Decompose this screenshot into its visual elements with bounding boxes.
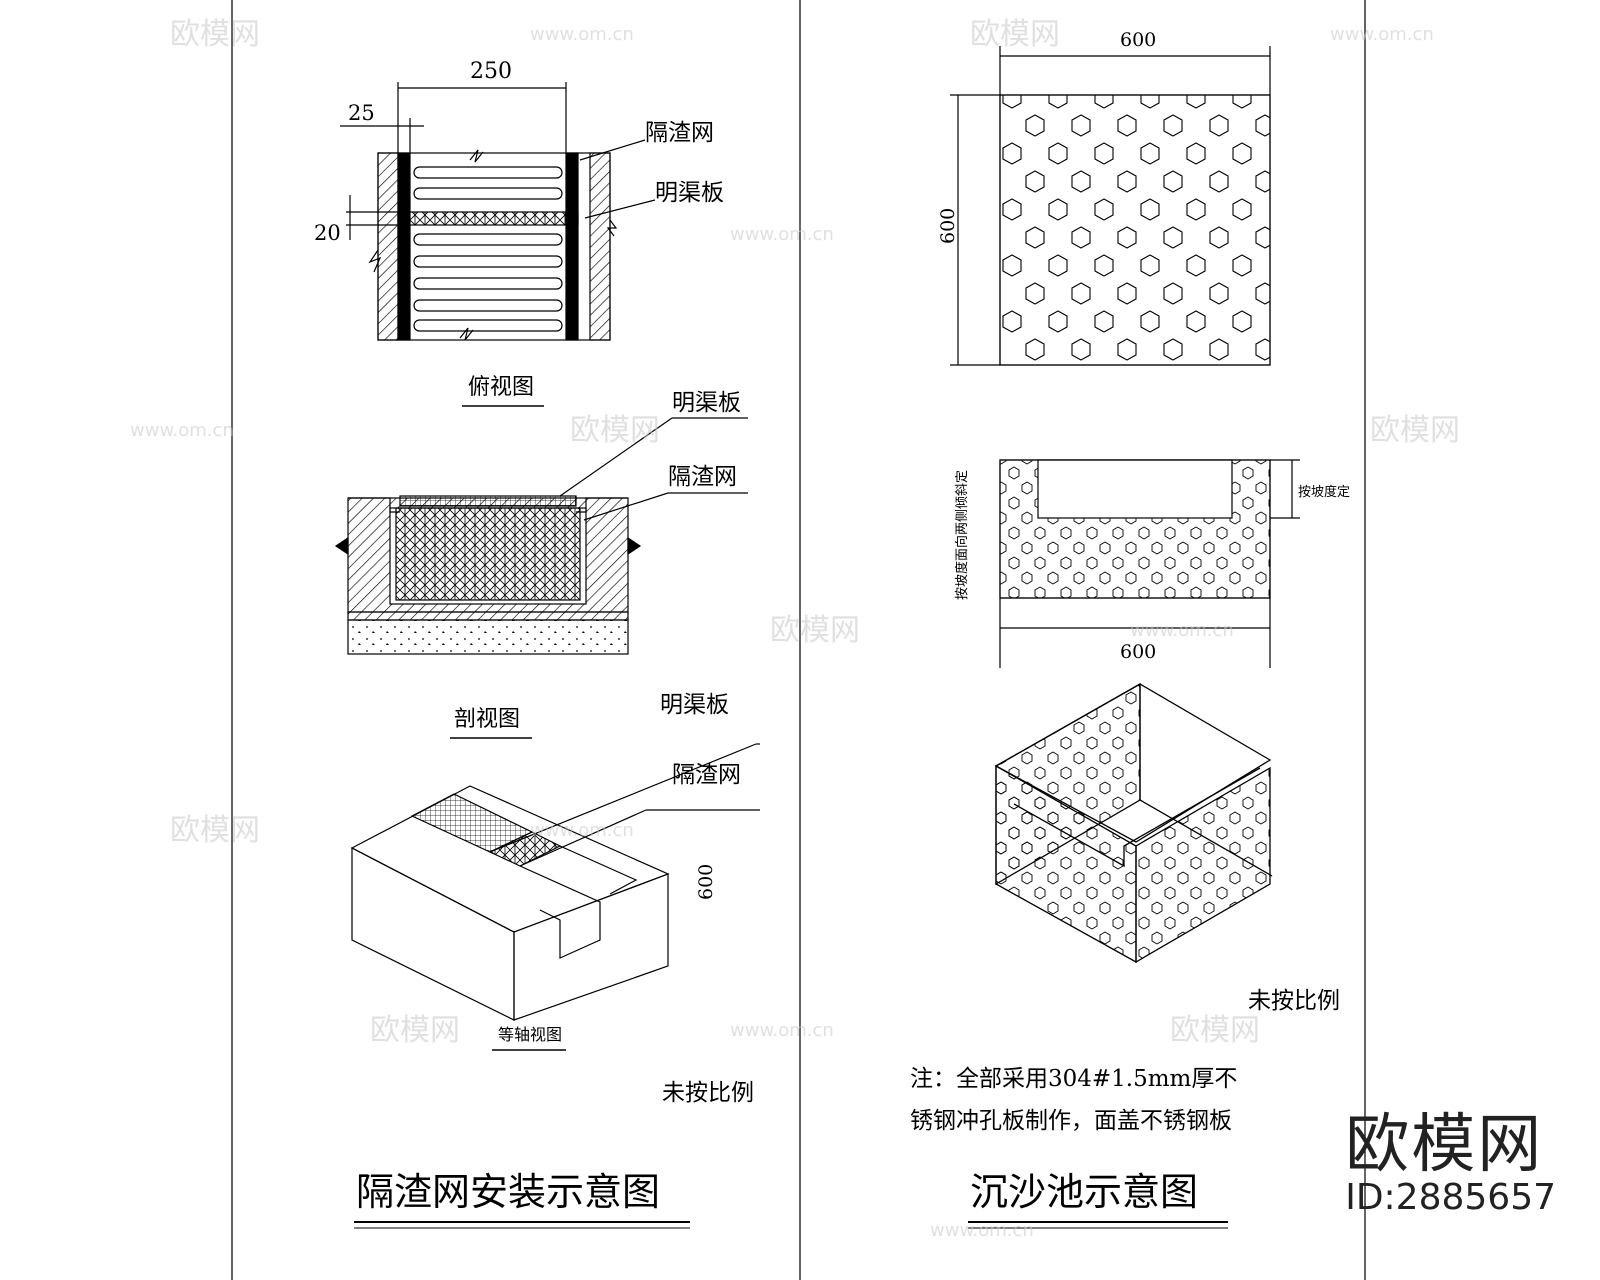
iso-view-title: 等轴视图 — [498, 1025, 562, 1044]
section-screen-label: 隔渣网 — [668, 464, 737, 490]
watermark-brand: 欧模网 — [170, 17, 260, 52]
watermark-url: www.om.cn — [930, 1220, 1034, 1241]
top-view-edge-dim: 25 — [348, 101, 375, 125]
watermark-brand: 欧模网 — [1170, 1013, 1260, 1048]
stamp-id: ID:2885657 — [1345, 1177, 1556, 1218]
watermark-url: www.om.cn — [1330, 24, 1434, 45]
watermark-brand: 欧模网 — [1370, 413, 1460, 448]
watermark-url: www.om.cn — [730, 224, 834, 245]
stamp-brand: 欧模网 — [1345, 1108, 1544, 1182]
elevation-width-dim: 600 — [1120, 641, 1156, 663]
watermark-url: www.om.cn — [130, 420, 234, 441]
top-view-screen-label: 隔渣网 — [645, 120, 714, 146]
watermark-brand: 欧模网 — [970, 17, 1060, 52]
top-view-title: 俯视图 — [468, 375, 534, 400]
left-sheet-title: 隔渣网安装示意图 — [356, 1170, 660, 1214]
watermark-brand: 欧模网 — [370, 1013, 460, 1048]
left-scale-note: 未按比例 — [662, 1080, 754, 1106]
grate-slots — [413, 166, 563, 332]
brand-stamp: 欧模网 ID:2885657 — [1345, 1112, 1556, 1218]
watermark-url: www.om.cn — [530, 820, 634, 841]
watermark-brand: 欧模网 — [570, 413, 660, 448]
box-iso-view — [994, 682, 1273, 964]
elevation-right-note: 按坡度定 — [1298, 484, 1350, 500]
right-sheet-title: 沉沙池示意图 — [970, 1170, 1198, 1214]
top-view — [340, 82, 656, 341]
elevation-view — [999, 459, 1300, 668]
iso-height-dim: 600 — [695, 864, 717, 900]
material-note-line-2: 锈钢冲孔板制作，面盖不锈钢板 — [910, 1108, 1232, 1134]
watermark-brand: 欧模网 — [170, 813, 260, 848]
plan-width-dim: 600 — [1120, 29, 1156, 51]
top-view-gap-dim: 20 — [314, 221, 341, 245]
screen-strip — [397, 211, 579, 226]
top-view-cover-label: 明渠板 — [655, 180, 724, 206]
iso-view — [350, 743, 760, 1021]
section-view-title: 剖视图 — [454, 707, 520, 732]
watermark-url: www.om.cn — [730, 1020, 834, 1041]
sheet-frame — [231, 0, 1366, 1280]
elevation-left-note: 按坡度面向两侧倾斜定 — [954, 470, 970, 600]
watermark-url: www.om.cn — [530, 24, 634, 45]
iso-screen-label: 隔渣网 — [672, 762, 741, 788]
watermark-url: www.om.cn — [1130, 620, 1234, 641]
section-view — [334, 417, 748, 655]
plan-height-dim: 600 — [937, 208, 959, 244]
right-scale-note: 未按比例 — [1248, 988, 1340, 1014]
top-view-width-dim: 250 — [470, 59, 512, 84]
plan-view — [950, 46, 1271, 366]
watermark-brand: 欧模网 — [770, 613, 860, 648]
section-cover-label: 明渠板 — [672, 390, 741, 416]
watermark-layer: 欧模网 www.om.cn 欧模网 www.om.cn 欧模网 www.om.c… — [130, 17, 1460, 1241]
iso-cover-label: 明渠板 — [660, 692, 729, 718]
material-note-line-1: 注：全部采用304#1.5mm厚不 — [910, 1066, 1237, 1092]
